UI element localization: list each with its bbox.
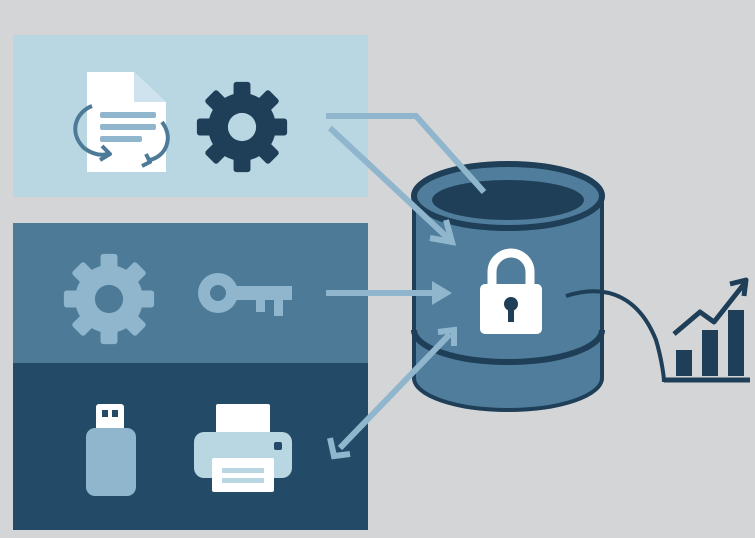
- document-sync-icon: [73, 72, 170, 172]
- padlock-icon: [480, 248, 542, 334]
- printer-icon: [194, 404, 292, 492]
- bar-chart-growth-icon: [664, 277, 750, 383]
- panel-document-config: [13, 35, 368, 197]
- key-icon: [198, 273, 292, 316]
- gear-icon: [63, 253, 155, 345]
- panel-peripherals: [13, 363, 368, 530]
- usb-drive-icon: [86, 404, 136, 496]
- gear-icon: [196, 81, 288, 173]
